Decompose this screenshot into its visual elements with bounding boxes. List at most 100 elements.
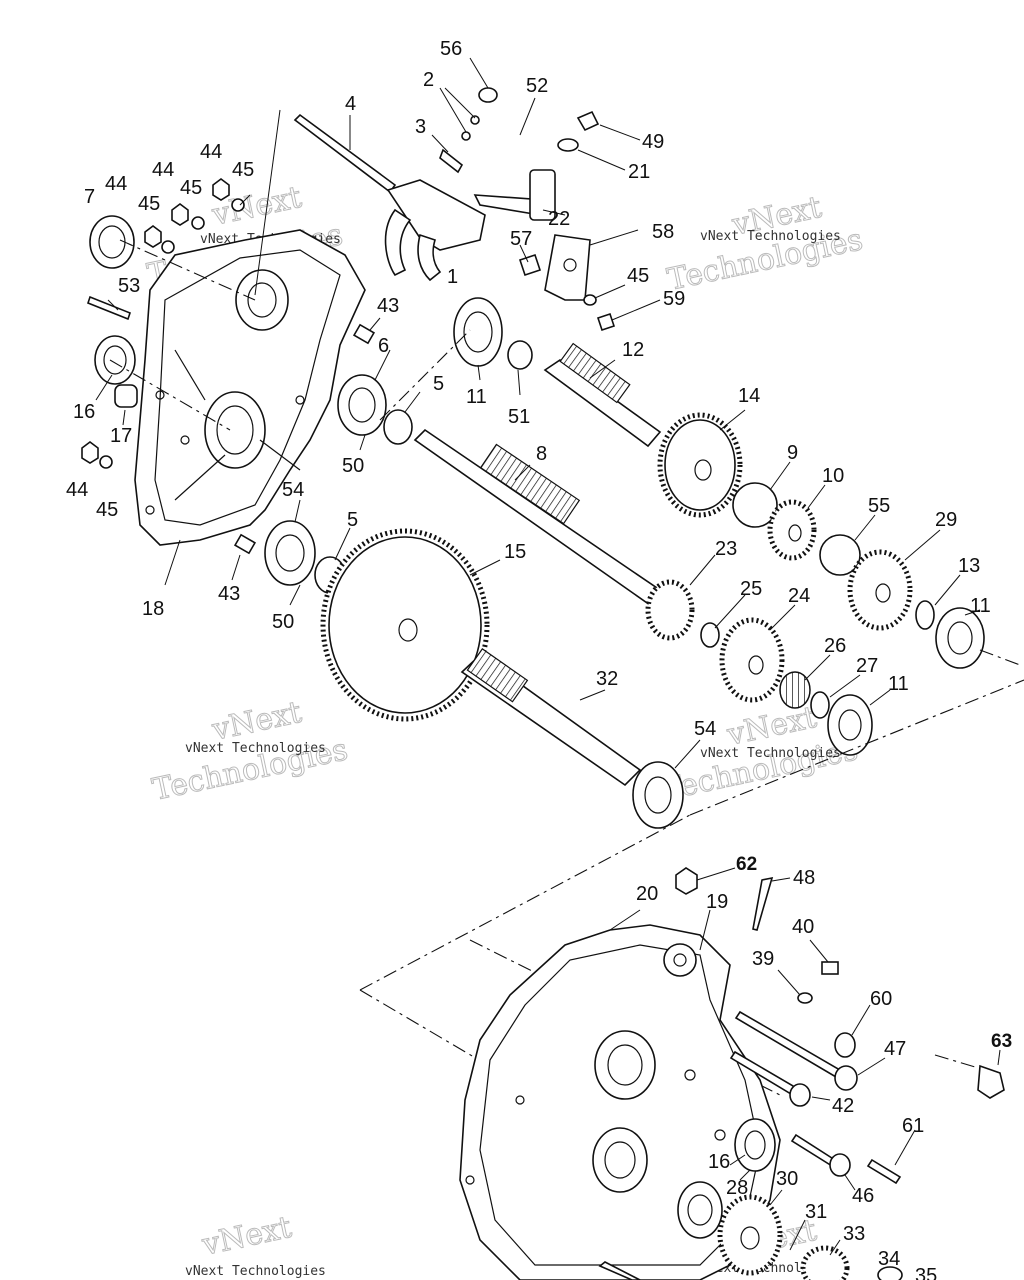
callout-8: 8 [536, 443, 547, 465]
callout-19: 19 [706, 891, 728, 913]
callout-17: 17 [110, 425, 132, 447]
callout-13: 13 [958, 555, 980, 577]
callout-46: 46 [852, 1185, 874, 1207]
clip-25 [700, 622, 720, 648]
callout-5: 5 [433, 373, 444, 395]
leader-lines [95, 57, 1001, 1256]
callout-40: 40 [792, 916, 814, 938]
callout-49: 49 [642, 131, 664, 153]
callout-1: 1 [447, 266, 458, 288]
callout-31: 31 [805, 1201, 827, 1223]
callout-27: 27 [856, 655, 878, 677]
callout-9: 9 [787, 442, 798, 464]
callout-11: 11 [970, 595, 991, 617]
callout-21: 21 [628, 161, 650, 183]
collar-9 [732, 482, 778, 528]
callout-12: 12 [622, 339, 644, 361]
callout-29: 29 [935, 509, 957, 531]
callout-48: 48 [793, 867, 815, 889]
left-side-hardware [81, 178, 376, 555]
callout-2: 2 [423, 69, 434, 91]
left-case-half [134, 229, 366, 546]
callout-44: 44 [152, 159, 174, 181]
watermark-caption: vNext Technologies [700, 746, 841, 761]
callout-20: 20 [636, 883, 658, 905]
callout-39: 39 [752, 948, 774, 970]
callout-45: 45 [138, 193, 160, 215]
callout-11: 11 [466, 386, 487, 408]
callout-54: 54 [282, 479, 304, 501]
gear-29 [847, 549, 913, 631]
callout-18: 18 [142, 598, 164, 620]
sprockets-bottom [717, 1194, 903, 1280]
callout-54: 54 [694, 718, 716, 740]
callout-45: 45 [232, 159, 254, 181]
callout-47: 47 [884, 1038, 906, 1060]
callout-16: 16 [73, 401, 95, 423]
callout-45: 45 [627, 265, 649, 287]
callout-57: 57 [510, 228, 532, 250]
callout-5: 5 [347, 509, 358, 531]
callout-35: 35 [915, 1265, 937, 1280]
callout-14: 14 [738, 385, 760, 407]
watermark-bottom-left: vNext vNext Technologies [185, 1209, 326, 1279]
callout-44: 44 [200, 141, 222, 163]
callout-53: 53 [118, 275, 140, 297]
watermark-caption: vNext Technologies [185, 741, 326, 756]
gear-23 [645, 579, 695, 641]
gear-24 [719, 617, 785, 703]
callout-3: 3 [415, 116, 426, 138]
bearing-11-lower [827, 694, 873, 756]
callout-42: 42 [832, 1095, 854, 1117]
callout-4: 4 [345, 93, 356, 115]
callout-24: 24 [788, 585, 810, 607]
gear-10 [767, 499, 817, 561]
washer-27 [810, 691, 830, 719]
callout-15: 15 [504, 541, 526, 563]
callout-44: 44 [66, 479, 88, 501]
callout-30: 30 [776, 1168, 798, 1190]
shaft-12 [543, 342, 662, 448]
callout-28: 28 [726, 1177, 748, 1199]
bearing-26 [779, 671, 811, 709]
callout-11: 11 [888, 673, 909, 695]
callout-33: 33 [843, 1223, 865, 1245]
callout-59: 59 [663, 288, 685, 310]
callout-26: 26 [824, 635, 846, 657]
callout-45: 45 [180, 177, 202, 199]
callout-60: 60 [870, 988, 892, 1010]
callout-43: 43 [218, 583, 240, 605]
callout-25: 25 [740, 578, 762, 600]
watermark-caption: vNext Technologies [700, 229, 841, 244]
callout-63: 63 [991, 1031, 1012, 1052]
watermark-mid-left: vNext Technologies vNext Technologies [149, 694, 351, 808]
callout-58: 58 [652, 221, 674, 243]
callout-55: 55 [868, 495, 890, 517]
callout-7: 7 [84, 186, 95, 208]
callout-34: 34 [878, 1248, 900, 1270]
callout-62: 62 [736, 854, 757, 875]
callout-51: 51 [508, 406, 530, 428]
main-shaft-8 [413, 428, 662, 607]
bearings-left [264, 297, 533, 594]
callout-50: 50 [342, 455, 364, 477]
right-hardware [598, 867, 1005, 1280]
callout-50: 50 [272, 611, 294, 633]
gear-14 [657, 412, 743, 518]
callout-23: 23 [715, 538, 737, 560]
callout-45: 45 [96, 499, 118, 521]
callout-labels: 56 2 52 4 3 49 21 22 1 57 58 45 59 44 45… [66, 38, 1012, 1280]
shaft-32 [460, 648, 684, 829]
washer-13 [915, 600, 935, 630]
watermark-vnext: vNext [198, 1210, 294, 1263]
callout-6: 6 [378, 335, 389, 357]
bearing-11-right [935, 607, 985, 669]
callout-56: 56 [440, 38, 462, 60]
callout-10: 10 [822, 465, 844, 487]
callout-43: 43 [377, 295, 399, 317]
callout-16: 16 [708, 1151, 730, 1173]
callout-22: 22 [548, 208, 570, 230]
callout-52: 52 [526, 75, 548, 97]
watermark-caption: vNext Technologies [185, 1264, 326, 1279]
